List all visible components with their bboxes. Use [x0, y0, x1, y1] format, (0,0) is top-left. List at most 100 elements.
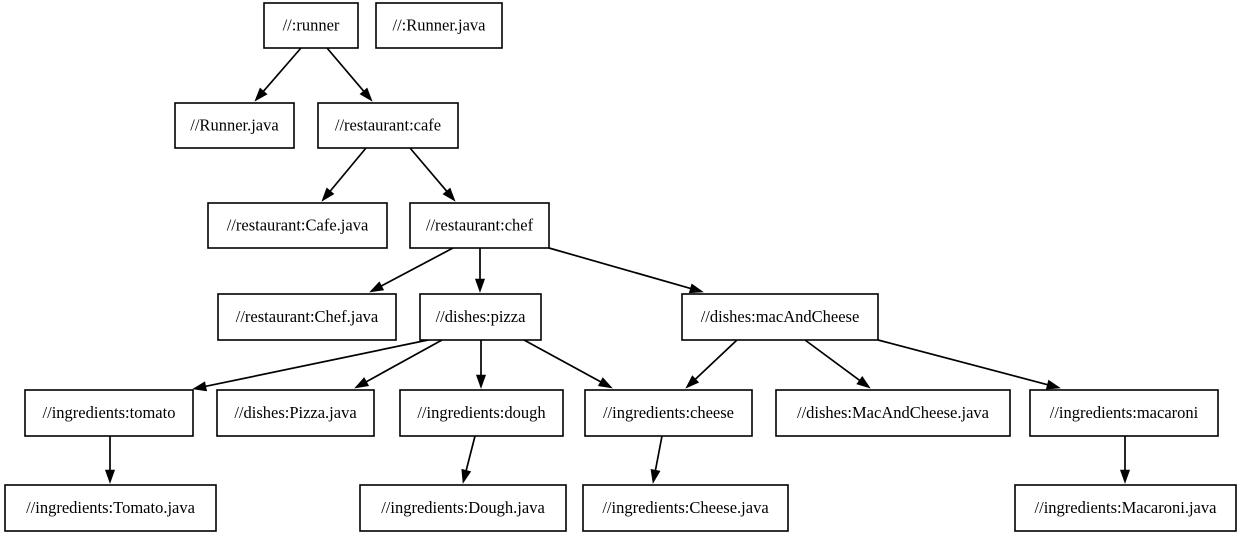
edge-line: [329, 147, 367, 192]
node-label: //Runner.java: [190, 115, 279, 134]
graph-node-dishes_mac_java[interactable]: //dishes:MacAndCheese.java: [775, 389, 1011, 437]
edge-line: [523, 339, 601, 383]
edge-arrowhead: [475, 374, 487, 389]
node-box[interactable]: [4, 484, 217, 532]
graph-node-dishes_pizza[interactable]: //dishes:pizza: [419, 293, 542, 341]
graph-node-root_runner_java[interactable]: //:Runner.java: [375, 2, 503, 49]
edge-arrowhead: [354, 377, 370, 389]
node-box[interactable]: [174, 102, 295, 149]
node-label: //ingredients:Tomato.java: [26, 498, 196, 517]
node-box[interactable]: [399, 389, 564, 437]
edge-arrowhead: [369, 281, 385, 293]
edge-arrowhead: [461, 468, 472, 484]
graph-edge: [321, 147, 367, 202]
edge-line: [694, 339, 738, 380]
node-box[interactable]: [419, 293, 542, 341]
graph-node-ing_macaroni_java[interactable]: //ingredients:Macaroni.java: [1014, 484, 1237, 532]
node-label: //dishes:MacAndCheese.java: [797, 403, 990, 422]
edge-arrowhead: [192, 381, 208, 392]
graph-node-ing_cheese[interactable]: //ingredients:cheese: [584, 389, 753, 437]
nodes-layer: //:runner //:Runner.java //Runner.java //re…: [4, 2, 1237, 532]
node-box[interactable]: [409, 202, 550, 249]
edge-arrowhead: [856, 376, 871, 389]
edges-layer: [104, 47, 1131, 484]
node-label: //ingredients:dough: [417, 403, 546, 422]
graph-node-ing_dough[interactable]: //ingredients:dough: [399, 389, 564, 437]
graph-edge: [877, 339, 1061, 390]
node-label: //ingredients:cheese: [603, 403, 734, 422]
graph-edge: [192, 339, 429, 392]
edge-arrowhead: [474, 278, 486, 293]
edge-line: [381, 247, 454, 287]
graph-edge: [804, 339, 871, 389]
node-box[interactable]: [1029, 389, 1219, 437]
graph-node-ing_tomato_java[interactable]: //ingredients:Tomato.java: [4, 484, 217, 532]
graph-node-restaurant_chef[interactable]: //restaurant:chef: [409, 202, 550, 249]
node-box[interactable]: [317, 102, 459, 149]
edge-line: [877, 339, 1048, 386]
graph-node-dishes_macandcheese[interactable]: //dishes:macAndCheese: [681, 293, 879, 341]
node-label: //restaurant:Cafe.java: [227, 215, 369, 234]
graph-node-ing_macaroni[interactable]: //ingredients:macaroni: [1029, 389, 1219, 437]
node-label: //restaurant:cafe: [335, 115, 441, 134]
edge-arrowhead: [1119, 469, 1131, 484]
graph-node-ing_cheese_java[interactable]: //ingredients:Cheese.java: [582, 484, 789, 532]
node-label: //ingredients:Cheese.java: [602, 498, 769, 517]
graph-edge: [1119, 436, 1131, 484]
edge-line: [654, 435, 663, 471]
graph-node-restaurant_chef_java[interactable]: //restaurant:Chef.java: [217, 293, 397, 341]
node-box[interactable]: [263, 2, 359, 49]
node-label: //restaurant:Chef.java: [236, 307, 379, 326]
edge-arrowhead: [688, 283, 704, 294]
edge-arrowhead: [254, 87, 268, 102]
edge-line: [262, 47, 302, 92]
graph-edge: [475, 340, 487, 389]
node-box[interactable]: [207, 202, 388, 249]
node-label: //dishes:macAndCheese: [701, 307, 860, 326]
graph-node-runner_java[interactable]: //Runner.java: [174, 102, 295, 149]
node-box[interactable]: [375, 2, 503, 49]
node-label: //:runner: [283, 15, 340, 34]
graph-edge: [254, 47, 302, 102]
graph-node-ing_tomato[interactable]: //ingredients:tomato: [24, 389, 194, 437]
node-label: //dishes:pizza: [436, 307, 526, 326]
edge-arrowhead: [597, 377, 613, 389]
graph-edge: [369, 247, 454, 293]
edge-line: [365, 339, 443, 383]
graph-edge: [409, 147, 456, 202]
graph-node-runner[interactable]: //:runner: [263, 2, 359, 49]
edge-arrowhead: [359, 87, 373, 102]
node-box[interactable]: [775, 389, 1011, 437]
edge-arrowhead: [104, 469, 116, 484]
edge-line: [409, 147, 448, 192]
edge-line: [205, 339, 429, 388]
node-box[interactable]: [24, 389, 194, 437]
node-box[interactable]: [359, 484, 567, 532]
node-label: //restaurant:chef: [426, 215, 534, 234]
node-box[interactable]: [582, 484, 789, 532]
graph-node-dishes_pizza_java[interactable]: //dishes:Pizza.java: [216, 389, 375, 437]
graph-node-restaurant_cafe_java[interactable]: //restaurant:Cafe.java: [207, 202, 388, 249]
node-box[interactable]: [216, 389, 375, 437]
node-box[interactable]: [217, 293, 397, 341]
node-label: //ingredients:Macaroni.java: [1035, 498, 1218, 517]
edge-line: [326, 47, 365, 92]
edge-arrowhead: [685, 375, 700, 389]
graph-edge: [685, 339, 738, 389]
graph-node-ing_dough_java[interactable]: //ingredients:Dough.java: [359, 484, 567, 532]
node-label: //:Runner.java: [392, 15, 486, 34]
node-box[interactable]: [681, 293, 879, 341]
graph-edge: [548, 247, 704, 294]
graph-edge: [523, 339, 613, 389]
edge-arrowhead: [321, 187, 335, 202]
graph-edge: [326, 47, 373, 102]
node-label: //dishes:Pizza.java: [234, 403, 357, 422]
node-label: //ingredients:macaroni: [1050, 403, 1199, 422]
node-box[interactable]: [584, 389, 753, 437]
node-box[interactable]: [1014, 484, 1237, 532]
edge-line: [465, 435, 476, 471]
graph-edge: [354, 339, 443, 389]
graph-node-restaurant_cafe[interactable]: //restaurant:cafe: [317, 102, 459, 149]
